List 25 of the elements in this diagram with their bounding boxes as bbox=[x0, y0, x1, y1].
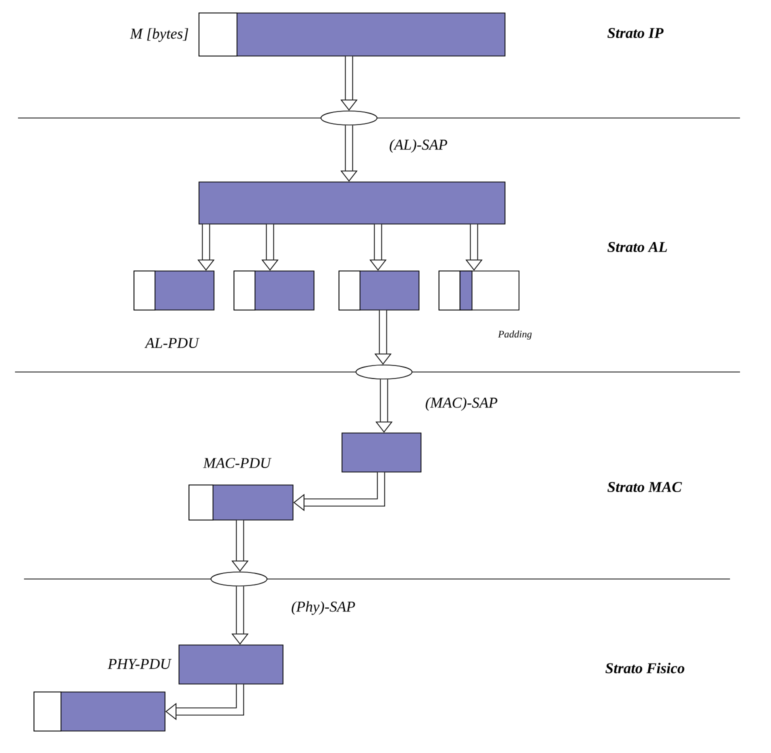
layer-name: Strato AL bbox=[607, 242, 667, 252]
pdu-label: M [bytes] bbox=[130, 28, 188, 42]
pdu-label: MAC-PDU bbox=[203, 458, 272, 468]
pdu-box bbox=[178, 644, 284, 684]
pdu-box bbox=[188, 484, 294, 520]
pdu-box bbox=[234, 270, 314, 310]
pdu-label: AL-PDU bbox=[144, 338, 200, 348]
pdu-box bbox=[338, 270, 420, 310]
pdu-box bbox=[134, 270, 214, 310]
layer-name: Strato MAC bbox=[607, 482, 682, 492]
pdu-label: Padding bbox=[498, 330, 532, 340]
sap-label: (Phy)-SAP bbox=[292, 601, 355, 615]
layer-name: Strato Fisico bbox=[605, 662, 684, 674]
sap-label: (MAC)-SAP bbox=[426, 397, 498, 411]
layer-name: Strato IP bbox=[607, 28, 664, 38]
sap-ellipse bbox=[356, 364, 412, 380]
pdu-label: PHY-PDU bbox=[108, 659, 172, 669]
pdu-box bbox=[198, 12, 506, 56]
pdu-box bbox=[34, 692, 166, 732]
sap-ellipse bbox=[210, 572, 268, 586]
pdu-box bbox=[438, 270, 520, 310]
sap-ellipse bbox=[320, 110, 378, 126]
pdu-box bbox=[198, 182, 506, 224]
pdu-box bbox=[342, 432, 422, 472]
sap-label: (AL)-SAP bbox=[390, 139, 448, 153]
